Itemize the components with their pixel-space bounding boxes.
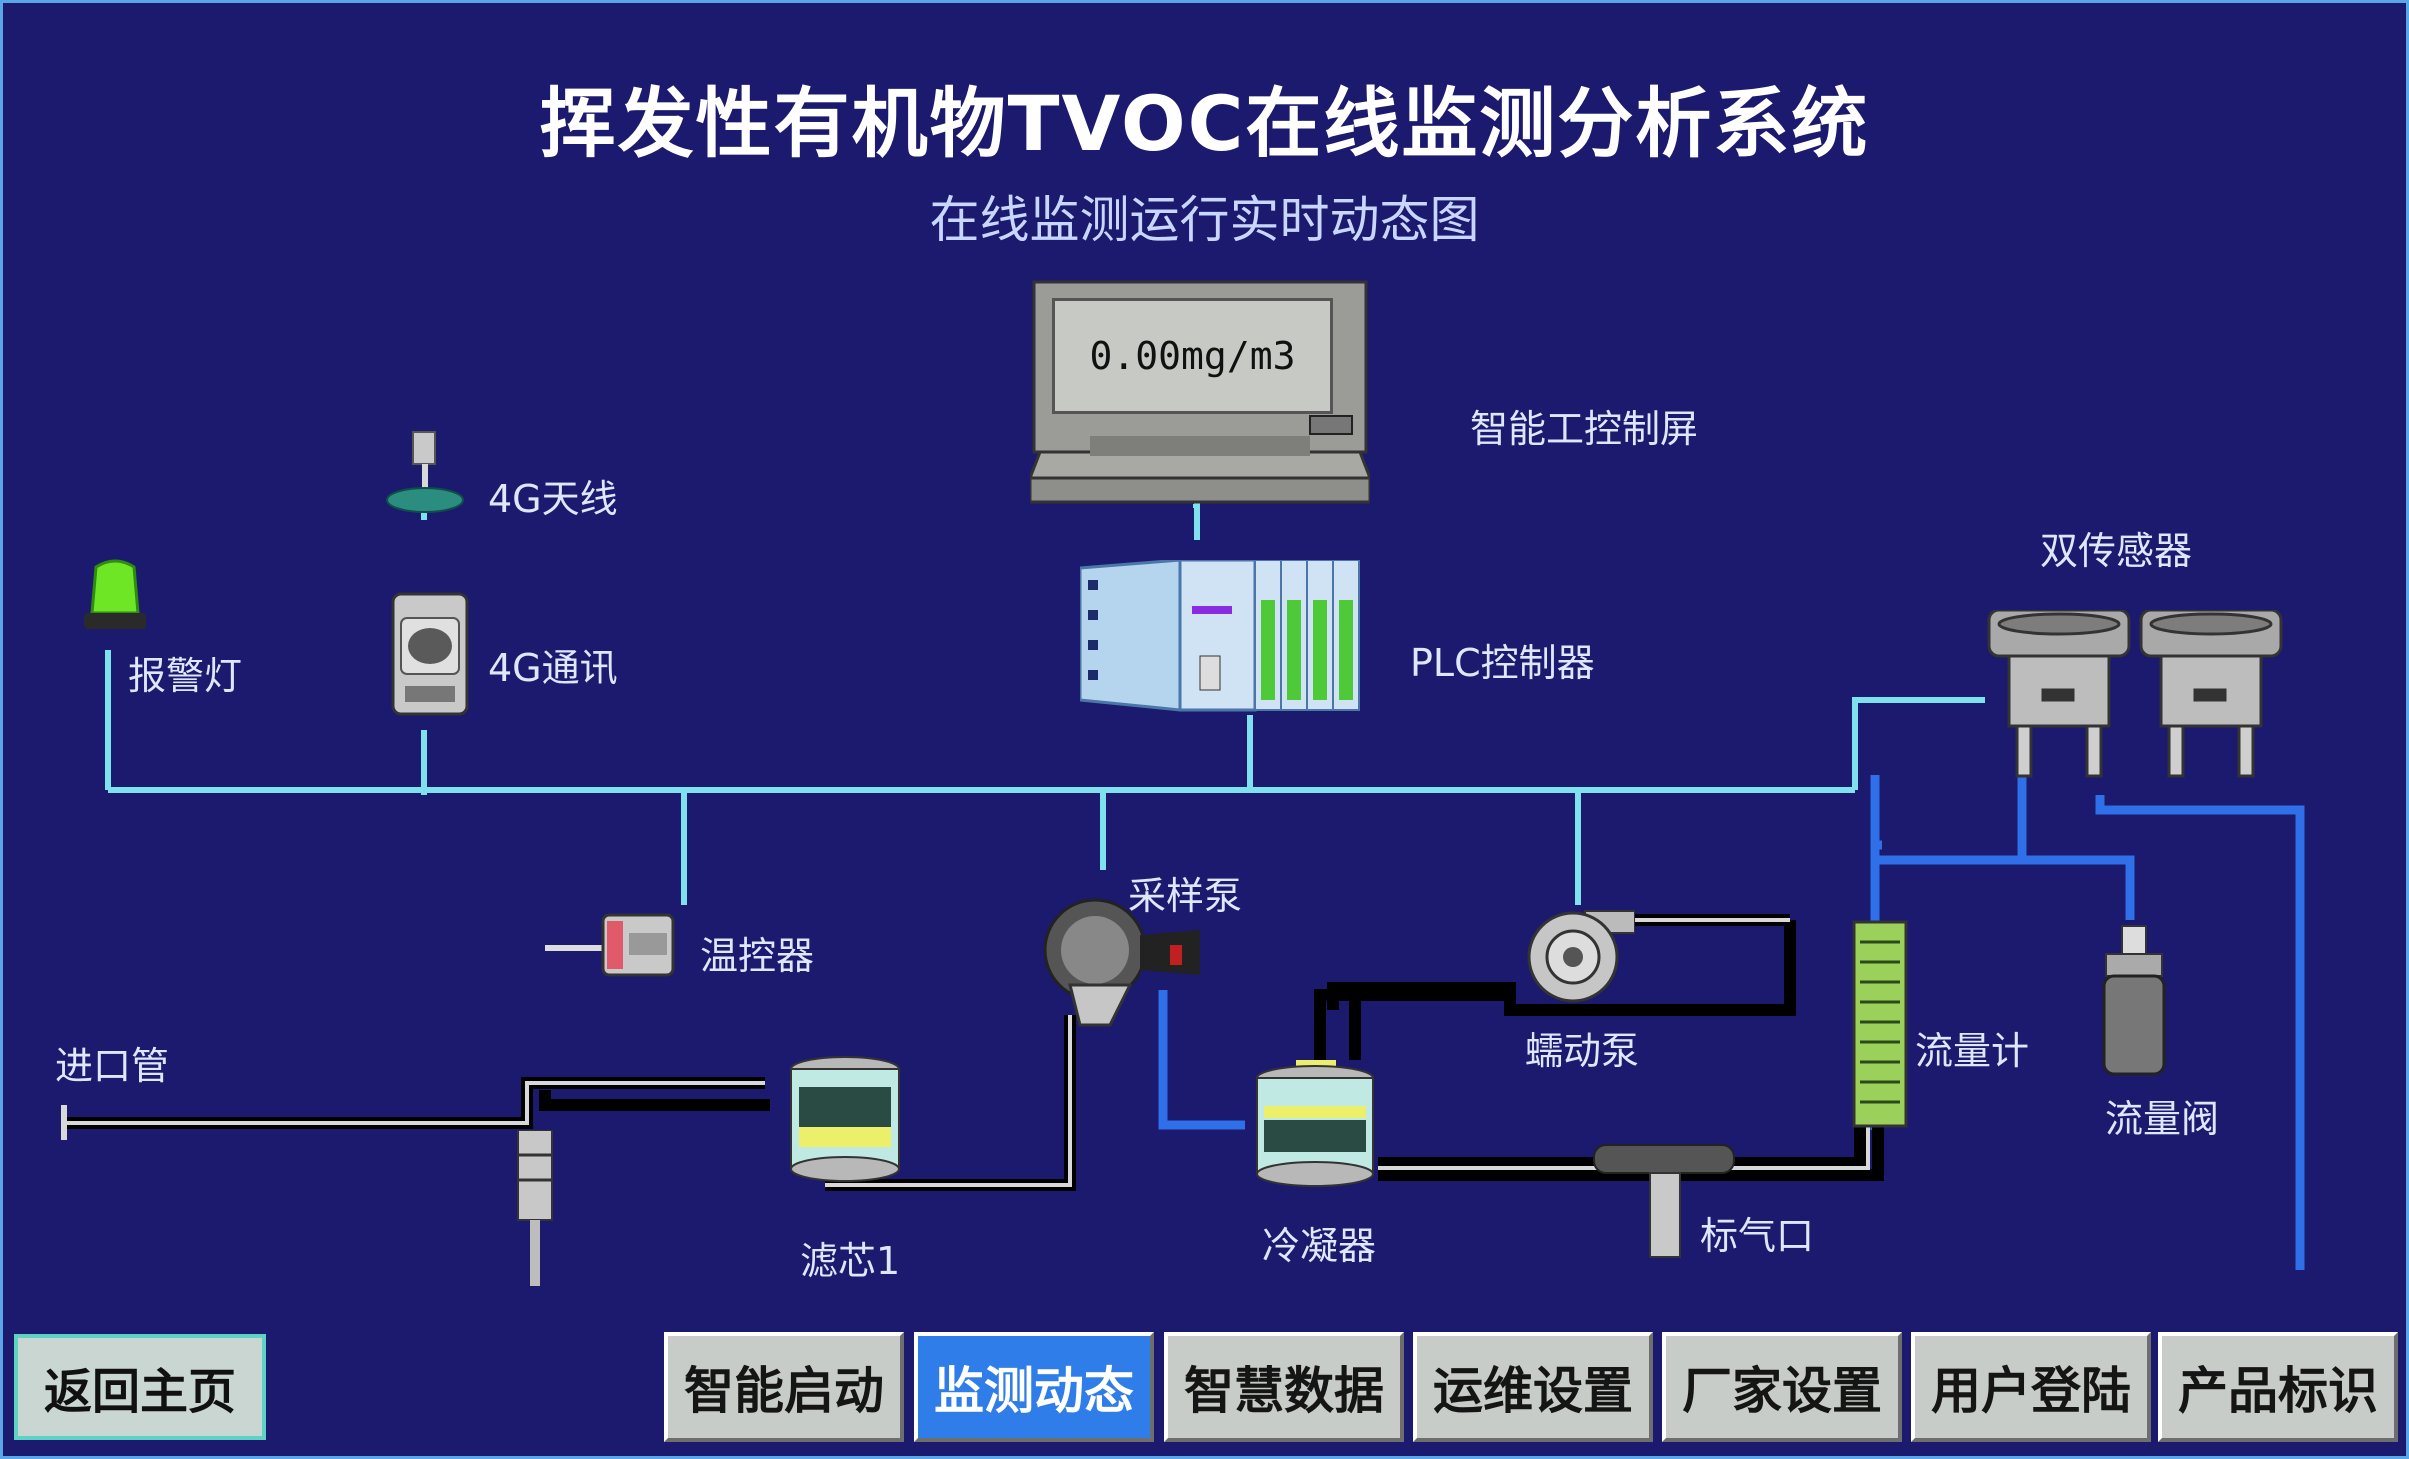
- sampling-pump-icon: [1043, 898, 1200, 1027]
- temp-controller-label: 温控器: [700, 934, 815, 978]
- antenna-icon: [386, 431, 464, 513]
- nav-monitor-dynamic[interactable]: 监测动态: [914, 1332, 1154, 1442]
- std-gas-label: 标气口: [1700, 1214, 1815, 1258]
- peristaltic-pump-icon: [1527, 910, 1635, 1003]
- page-title: 挥发性有机物TVOC在线监测分析系统: [539, 79, 1870, 168]
- nav-product-id[interactable]: 产品标识: [2158, 1332, 2398, 1442]
- plc-icon: [1080, 560, 1360, 712]
- dual-sensor-icon: [1987, 610, 2283, 778]
- inlet-probe-icon: [517, 1130, 553, 1286]
- flowmeter-icon: [1852, 920, 1908, 1128]
- flow-valve-label: 流量阀: [2105, 1097, 2220, 1141]
- alarm-label: 报警灯: [128, 654, 243, 698]
- home-button[interactable]: 返回主页: [14, 1334, 266, 1440]
- nav-smart-start[interactable]: 智能启动: [664, 1332, 904, 1442]
- comm-label: 4G通讯: [488, 646, 618, 690]
- filter-icon: [790, 1056, 900, 1182]
- dual-sensor-label: 双传感器: [2040, 529, 2193, 573]
- nav-smart-data[interactable]: 智慧数据: [1164, 1332, 1404, 1442]
- alarm-light-icon: [84, 559, 146, 629]
- plc-label: PLC控制器: [1410, 641, 1595, 685]
- nav-user-login[interactable]: 用户登陆: [1911, 1332, 2151, 1442]
- nav-maintenance-settings[interactable]: 运维设置: [1413, 1332, 1653, 1442]
- inlet-label: 进口管: [55, 1044, 170, 1088]
- nav-factory-settings[interactable]: 厂家设置: [1662, 1332, 1902, 1442]
- flowmeter-label: 流量计: [1915, 1029, 2030, 1073]
- peristaltic-pump-label: 蠕动泵: [1525, 1029, 1640, 1073]
- std-gas-port-icon: [1593, 1144, 1735, 1258]
- filter-label: 滤芯1: [800, 1239, 901, 1283]
- page-subtitle: 在线监测运行实时动态图: [929, 191, 1480, 249]
- flow-valve-icon: [2102, 925, 2166, 1076]
- condenser-icon: [1256, 1060, 1374, 1187]
- gas-pipes: [1158, 775, 2305, 1270]
- condenser-label: 冷凝器: [1262, 1224, 1377, 1268]
- comm-module-icon: [391, 592, 469, 716]
- concentration-readout: 0.00mg/m3: [1052, 298, 1333, 414]
- antenna-label: 4G天线: [488, 477, 618, 521]
- monitor-label: 智能工控制屏: [1470, 407, 1699, 451]
- sampling-pump-label: 采样泵: [1128, 874, 1243, 918]
- communication-bus: [105, 490, 1985, 905]
- temp-controller-icon: [545, 913, 675, 977]
